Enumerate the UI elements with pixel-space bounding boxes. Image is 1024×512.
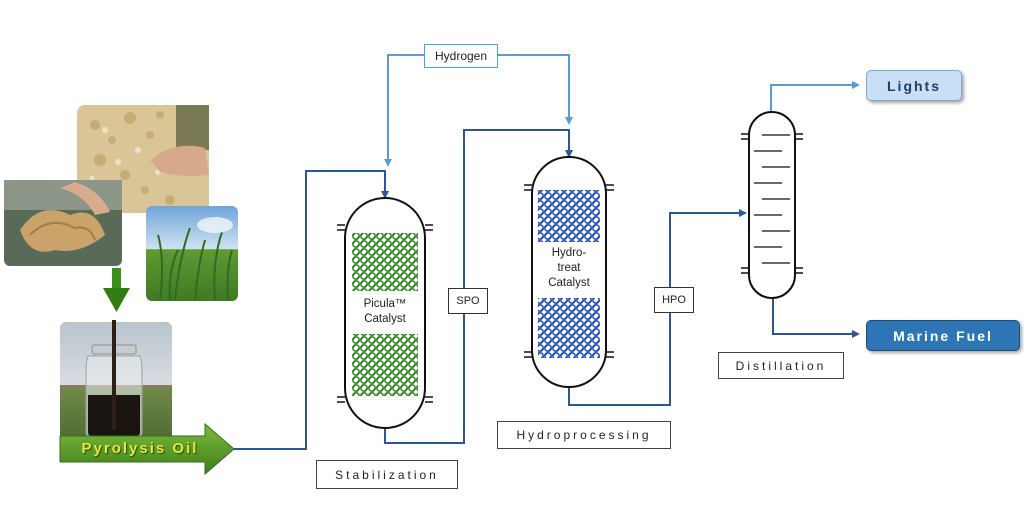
distillation-column: [741, 111, 803, 299]
spo-stream-box: SPO: [448, 288, 488, 314]
stabilization-label: Stabilization: [316, 460, 458, 489]
hydrogen-line-stabilizer: [384, 54, 424, 167]
hpo-line: [568, 209, 747, 406]
hydroprocessing-label: Hydroprocessing: [497, 421, 671, 449]
hydrotreat-catalyst-label: Hydro- treat Catalyst: [540, 246, 598, 294]
hydrotreat-catalyst-line2: treat: [557, 262, 581, 274]
hydrotreating-reactor: [524, 156, 614, 388]
lights-line: [770, 81, 860, 112]
pyrolysis-oil-label: Pyrolysis Oil: [81, 440, 199, 457]
lights-product: Lights: [866, 70, 962, 101]
oil-jar-photo-icon: [60, 320, 172, 440]
hydrogen-line-hydrotreater: [497, 54, 573, 125]
hydrotreat-catalyst-line1: Hydro-: [551, 247, 587, 259]
down-arrow-icon: [103, 268, 130, 312]
biomass-fiber-photo-icon: [4, 180, 122, 266]
distillation-label: Distillation: [718, 352, 844, 379]
hpo-stream-box: HPO: [654, 287, 694, 313]
marine-fuel-line: [772, 298, 860, 338]
hydrogen-stream-box: Hydrogen: [424, 44, 498, 68]
feed-arrow: [59, 422, 235, 476]
hydrotreat-catalyst-line3: Catalyst: [548, 277, 590, 289]
spo-line: [384, 129, 573, 444]
stabilization-catalyst-line2: Catalyst: [364, 313, 406, 325]
stabilization-catalyst-line1: Picula™: [363, 298, 407, 310]
crop-field-photo-icon: [146, 206, 238, 301]
marine-fuel-product: Marine Fuel: [866, 320, 1020, 351]
feed-line: [234, 170, 389, 450]
stabilization-catalyst-label: Picula™ Catalyst: [354, 297, 416, 331]
